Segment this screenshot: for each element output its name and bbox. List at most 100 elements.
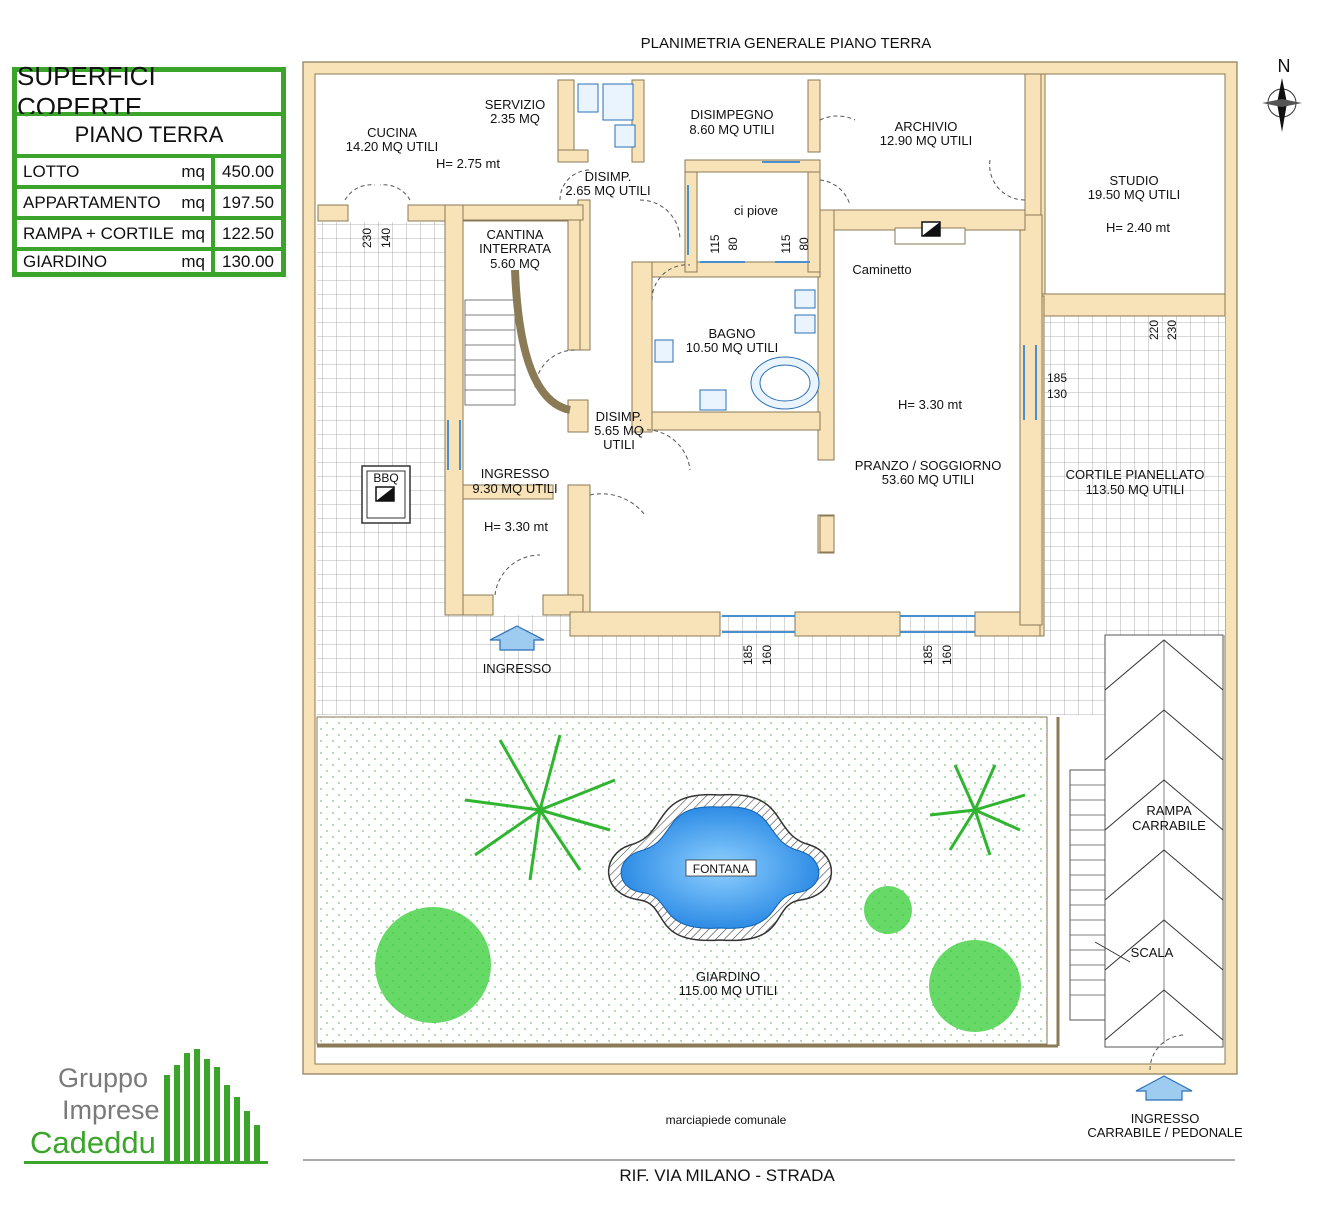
stairs-label: SCALA xyxy=(1131,945,1174,960)
dimension-label: 80 xyxy=(726,237,740,251)
ramp-sub: CARRABILE xyxy=(1132,818,1206,833)
summary-subtitle: PIANO TERRA xyxy=(15,114,283,156)
summary-row-label: LOTTO mq xyxy=(15,156,213,187)
fountain-label: FONTANA xyxy=(693,862,749,876)
bush xyxy=(375,886,1021,1032)
sidewalk-label: marciapiede comunale xyxy=(666,1113,787,1127)
vehicle-entrance-arrow xyxy=(1135,1075,1193,1101)
logo-word-3: Cadeddu xyxy=(30,1125,156,1160)
cortile-name: CORTILE PIANELLATO xyxy=(1066,467,1205,482)
room-disimp2-name: DISIMP. xyxy=(596,409,643,424)
room-servizio-name: SERVIZIO xyxy=(485,97,545,112)
ramp xyxy=(1104,634,1224,1048)
room-cantina-area: 5.60 MQ xyxy=(490,256,540,271)
summary-row-value: 122.50 xyxy=(213,218,283,249)
garden-area-label: 115.00 MQ UTILI xyxy=(679,983,778,998)
ramp-name: RAMPA xyxy=(1146,803,1192,818)
logo-word-2: Imprese xyxy=(62,1095,160,1125)
north-arrow xyxy=(1262,78,1302,132)
room-ingresso-name: INGRESSO xyxy=(481,466,550,481)
row-unit: mq xyxy=(181,251,205,271)
dimension-label: 230 xyxy=(1165,320,1179,340)
house-walls xyxy=(317,73,1226,637)
room-archivio-area: 12.90 MQ UTILI xyxy=(880,133,972,148)
dimension-label: 160 xyxy=(940,645,954,665)
north-label: N xyxy=(1278,56,1291,76)
row-label-text: APPARTAMENTO xyxy=(23,192,161,212)
room-disimp2-area: 5.65 MQ xyxy=(594,423,644,438)
room-ci-piove: ci piove xyxy=(734,203,778,218)
palm-tree xyxy=(929,764,1026,856)
logo-buildings-graphic xyxy=(24,1049,268,1164)
entrance-label: INGRESSO xyxy=(483,661,552,676)
windows xyxy=(447,161,1037,633)
bbq xyxy=(361,465,411,524)
dimension-label: 140 xyxy=(379,228,393,248)
dimension-label: 185 xyxy=(921,645,935,665)
row-label-text: GIARDINO xyxy=(23,251,108,271)
room-soggiorno-height: H= 3.30 mt xyxy=(898,397,962,412)
garden-name: GIARDINO xyxy=(696,969,760,984)
dimension-label: 220 xyxy=(1147,320,1161,340)
room-cantina-name: CANTINA xyxy=(486,227,543,242)
summary-row-label: GIARDINO mq xyxy=(15,249,213,274)
cantina-stairs xyxy=(464,269,572,414)
stairs xyxy=(1069,769,1131,1021)
palm-tree xyxy=(464,734,616,881)
room-soggiorno-area: 53.60 MQ UTILI xyxy=(882,472,974,487)
room-cucina-name: CUCINA xyxy=(367,125,417,140)
room-disimp1-area: 2.65 MQ UTILI xyxy=(565,183,650,198)
row-unit: mq xyxy=(181,223,205,243)
room-soggiorno-name: PRANZO / SOGGIORNO xyxy=(855,458,1002,473)
vehicle-entrance-label: INGRESSO xyxy=(1131,1111,1200,1126)
summary-row-value: 197.50 xyxy=(213,187,283,218)
room-cantina-sub: INTERRATA xyxy=(479,241,551,256)
dimension-label: 80 xyxy=(797,237,811,251)
entrance-arrow xyxy=(489,625,545,651)
row-unit: mq xyxy=(181,192,205,212)
bbq-label: BBQ xyxy=(373,471,398,485)
cortile-area: 113.50 MQ UTILI xyxy=(1086,482,1185,497)
fireplace-symbol xyxy=(921,221,941,237)
room-disimpegno-area: 8.60 MQ UTILI xyxy=(689,122,774,137)
room-bagno-name: BAGNO xyxy=(709,326,756,341)
summary-title: SUPERFICI COPERTE xyxy=(15,61,283,122)
street-label: RIF. VIA MILANO - STRADA xyxy=(619,1166,835,1185)
room-studio-area: 19.50 MQ UTILI xyxy=(1088,187,1180,202)
dimension-label: 130 xyxy=(1047,387,1067,401)
room-bagno-area: 10.50 MQ UTILI xyxy=(686,340,778,355)
room-disimp1-name: DISIMP. xyxy=(585,169,632,184)
plan-title: PLANIMETRIA GENERALE PIANO TERRA xyxy=(641,35,932,52)
door-swings xyxy=(344,115,1186,1071)
room-servizio-area: 2.35 MQ xyxy=(490,111,540,126)
room-ingresso-height: H= 3.30 mt xyxy=(484,519,548,534)
dimension-label: 160 xyxy=(760,645,774,665)
row-label-text: RAMPA + CORTILE xyxy=(23,223,174,243)
dimension-label: 230 xyxy=(360,228,374,248)
vehicle-entrance-sub: CARRABILE / PEDONALE xyxy=(1087,1125,1243,1140)
room-disimp2-sub: UTILI xyxy=(603,437,635,452)
row-label-text: LOTTO xyxy=(23,161,80,181)
summary-row-value: 130.00 xyxy=(213,249,283,274)
room-archivio-name: ARCHIVIO xyxy=(895,119,958,134)
fountain xyxy=(607,793,833,942)
company-logo: Gruppo Imprese Cadeddu xyxy=(24,1045,274,1170)
room-cucina-area: 14.20 MQ UTILI xyxy=(346,139,438,154)
surface-summary-table: SUPERFICI COPERTE PIANO TERRA LOTTO mq 4… xyxy=(12,61,286,277)
summary-row-label: RAMPA + CORTILE mq xyxy=(15,218,213,249)
caminetto-label: Caminetto xyxy=(852,262,911,277)
room-studio-height: H= 2.40 mt xyxy=(1106,220,1170,235)
room-disimpegno-name: DISIMPEGNO xyxy=(690,107,773,122)
room-cucina-height: H= 2.75 mt xyxy=(436,156,500,171)
room-studio-name: STUDIO xyxy=(1109,173,1158,188)
logo-word-1: Gruppo xyxy=(58,1063,149,1093)
bathroom-fixtures xyxy=(577,83,820,411)
dimension-label: 185 xyxy=(741,645,755,665)
dimension-label: 185 xyxy=(1047,371,1067,385)
summary-row-value: 450.00 xyxy=(213,156,283,187)
room-ingresso-area: 9.30 MQ UTILI xyxy=(472,481,557,496)
dimension-label: 115 xyxy=(708,234,722,253)
dimension-label: 115 xyxy=(779,234,793,253)
row-unit: mq xyxy=(181,161,205,181)
